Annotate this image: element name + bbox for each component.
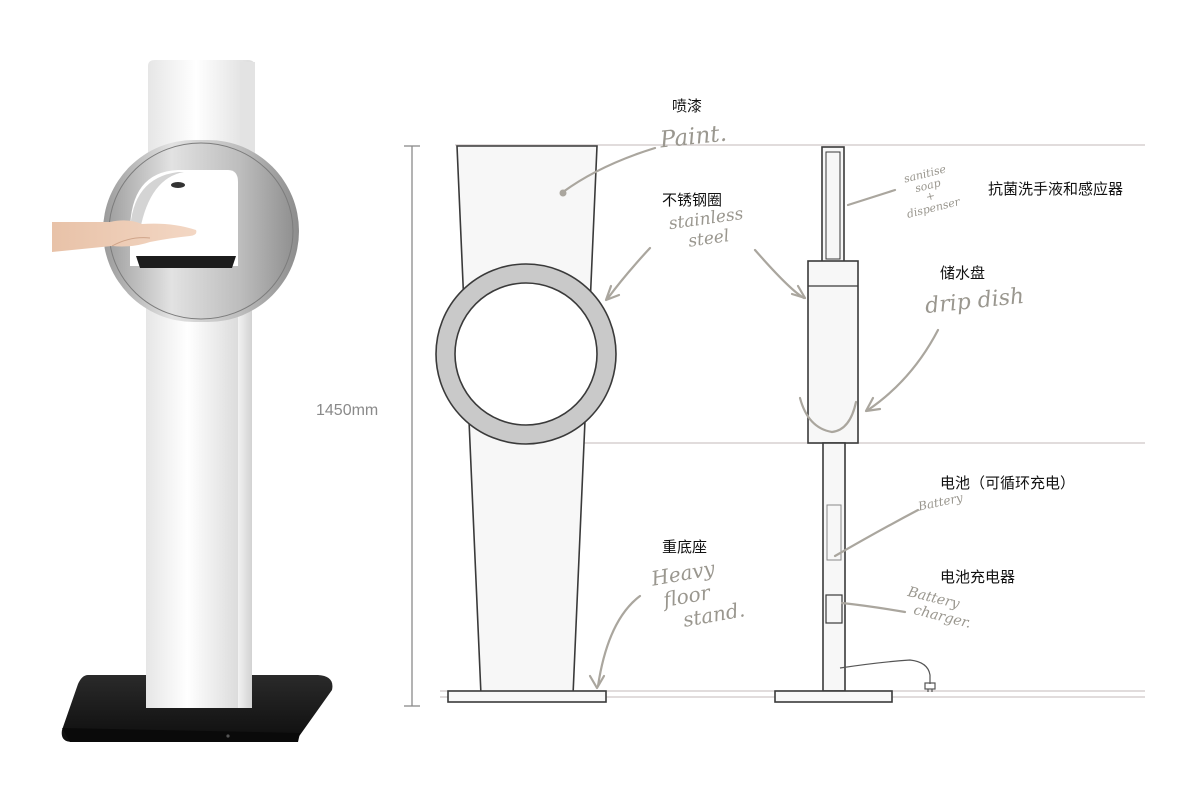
render-drip-tray: [136, 256, 236, 268]
label-heavy-floor-stand-cn: 重底座: [662, 538, 708, 556]
arrow-icon: [833, 508, 920, 558]
side-charger: [825, 594, 843, 624]
render-post: [146, 300, 238, 708]
arrow-icon: [753, 248, 806, 300]
side-base: [774, 690, 893, 703]
render-base: [61, 675, 333, 742]
side-drip-body: [807, 260, 859, 444]
label-paint-cn: 喷漆: [672, 97, 703, 115]
label-drip-dish-cn: 储水盘: [940, 264, 986, 282]
side-sketch: [774, 146, 936, 703]
product-render: [52, 60, 333, 742]
front-sketch: [435, 145, 617, 703]
annotation-arrows: [559, 146, 940, 690]
arrow-icon: [561, 146, 657, 194]
arrow-icon: [846, 188, 897, 207]
label-heavy-floor-stand-en: Heavy floor stand.: [649, 555, 747, 632]
label-battery-charger-cn: 电池充电器: [940, 568, 1016, 586]
height-dimension-label: 1450mm: [316, 402, 379, 419]
side-post: [822, 442, 846, 692]
label-battery-cn: 电池（可循环充电）: [940, 474, 1076, 492]
plug-icon: [924, 682, 936, 692]
hand-icon: [52, 220, 197, 252]
front-base: [447, 690, 607, 703]
arrow-icon: [606, 246, 652, 300]
arrow-icon: [840, 601, 907, 614]
label-stainless-steel-cn: 不锈钢圈: [662, 191, 723, 209]
arrow-icon: [866, 328, 940, 412]
side-battery: [826, 504, 842, 561]
dimension-marker: [404, 145, 420, 707]
render-dispenser-box: [148, 60, 255, 165]
arrow-icon: [596, 594, 642, 688]
label-sanitizer-dispenser-cn: 抗菌洗手液和感应器: [988, 180, 1124, 198]
side-dispenser-tube: [821, 146, 845, 265]
